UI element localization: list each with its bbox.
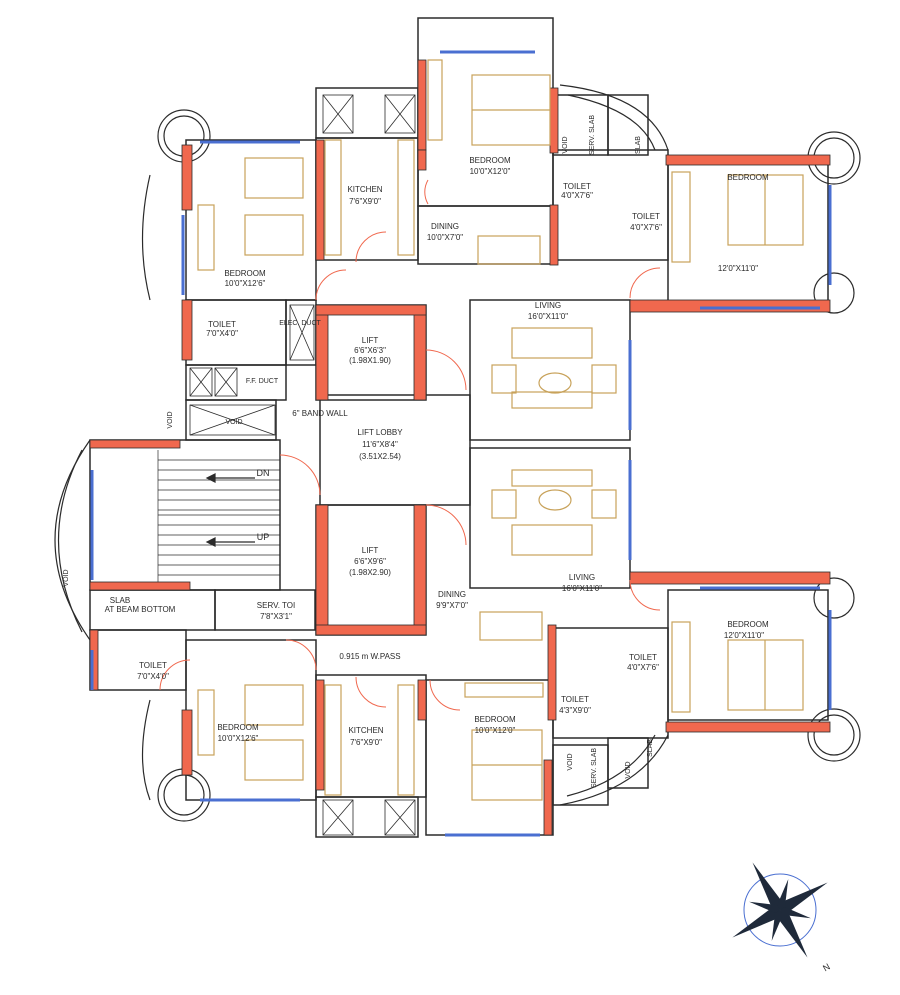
toilet-n1-name: TOILET — [563, 182, 591, 191]
serv-toilet-size: 7'8"X3'1" — [260, 612, 292, 621]
room-labels: BEDROOM 10'0"X12'6" KITCHEN 7'6"X9'0" BE… — [105, 156, 769, 747]
doors — [159, 179, 661, 711]
elec-duct-label: ELEC. DUCT — [279, 320, 321, 327]
dining-n-name: DINING — [431, 222, 459, 231]
toilet-n2-name: TOILET — [632, 212, 660, 221]
bedroom-s-name: BEDROOM — [474, 715, 516, 724]
toilet-s2-size: 4'3"X9'0" — [559, 706, 591, 715]
compass-star-icon — [732, 862, 828, 958]
compass-rose: N — [732, 862, 832, 973]
void-label-4: VOID — [562, 136, 569, 153]
toilet-s2-name: TOILET — [561, 695, 589, 704]
toilet-s1-name: TOILET — [629, 653, 657, 662]
void-label-5: VOID — [567, 753, 574, 770]
kitchen-n-name: KITCHEN — [347, 185, 382, 194]
kitchen-n-size: 7'6"X9'0" — [349, 197, 381, 206]
kitchen-s-size: 7'6"X9'0" — [350, 738, 382, 747]
living-n-name: LIVING — [535, 301, 561, 310]
compass-n-label: N — [821, 961, 832, 973]
lift-lobby-metric: (3.51X2.54) — [359, 452, 401, 461]
bedroom-sw-name: BEDROOM — [217, 723, 259, 732]
bedroom-ne-name: BEDROOM — [727, 173, 769, 182]
stair-up-label: UP — [257, 532, 270, 542]
bedroom-se-size: 12'0"X11'0" — [724, 631, 764, 640]
void-boxes — [189, 94, 416, 836]
void-label-2: VOID — [225, 419, 242, 426]
lift-2-size: 6'6"X9'6" — [354, 557, 386, 566]
w-pass-label: 0.915 m W.PASS — [339, 652, 400, 661]
lift-1-name: LIFT — [362, 336, 379, 345]
toilet-n1-size: 4'0"X7'6" — [561, 191, 593, 200]
bedroom-s-size: 10'0"X12'0" — [475, 726, 516, 735]
void-label-1: VOID — [167, 411, 174, 428]
ff-duct-label: F.F. DUCT — [246, 378, 279, 385]
bedroom-sw-size: 10'0"X12'6" — [218, 734, 259, 743]
bedroom-ne-size: 12'0"X11'0" — [718, 264, 758, 273]
slab-label-s: SLAB — [647, 739, 654, 757]
serv-slab-label-n: SERV. SLAB — [589, 115, 596, 155]
slab-label-n: SLAB — [635, 136, 642, 154]
lift-1-metric: (1.98X1.90) — [349, 356, 391, 365]
lift-2-name: LIFT — [362, 546, 379, 555]
bedroom-n-name: BEDROOM — [469, 156, 511, 165]
toilet-sw-size: 7'0"X4'0" — [137, 672, 169, 681]
stair-arrows — [205, 473, 255, 547]
toilet-sw-name: TOILET — [139, 661, 167, 670]
void-label-3: VOID — [63, 569, 70, 586]
toilet-n2-size: 4'0"X7'6" — [630, 223, 662, 232]
band-wall-label: 6" BAND WALL — [292, 409, 348, 418]
living-s-size: 16'0"X11'0" — [562, 584, 602, 593]
dining-s-size: 9'9"X7'0" — [436, 601, 468, 610]
lift-lobby-name: LIFT LOBBY — [357, 428, 403, 437]
bedroom-se-name: BEDROOM — [727, 620, 769, 629]
lift-1-size: 6'6"X6'3" — [354, 346, 386, 355]
outer-balconies — [54, 84, 861, 822]
windows — [90, 50, 832, 837]
columns — [89, 59, 831, 836]
compass-ring — [743, 873, 817, 947]
void-label-6: VOID — [625, 761, 632, 778]
living-n-size: 16'0"X11'0" — [528, 312, 568, 321]
dining-s-name: DINING — [438, 590, 466, 599]
toilet-w-size: 7'0"X4'0" — [206, 329, 238, 338]
toilet-w-name: TOILET — [208, 320, 236, 329]
serv-toilet-name: SERV. TOI — [257, 601, 295, 610]
bedroom-nw-size: 10'0"X12'6" — [225, 279, 266, 288]
slab-name: SLAB — [110, 596, 130, 605]
serv-slab-label-s: SERV. SLAB — [591, 748, 598, 788]
lift-2-metric: (1.98X2.90) — [349, 568, 391, 577]
bedroom-nw-name: BEDROOM — [224, 269, 266, 278]
bedroom-n-size: 10'0"X12'0" — [470, 167, 511, 176]
furniture — [197, 59, 804, 801]
dining-n-size: 10'0"X7'0" — [427, 233, 463, 242]
stair-dn-label: DN — [257, 468, 270, 478]
kitchen-s-name: KITCHEN — [348, 726, 383, 735]
small-labels: VOID VOID VOID VOID SERV. SLAB SLAB VOID… — [63, 115, 654, 788]
toilet-s1-size: 4'0"X7'6" — [627, 663, 659, 672]
lift-lobby-size: 11'6"X8'4" — [362, 440, 398, 449]
staircase — [157, 450, 280, 582]
slab-sub: AT BEAM BOTTOM — [105, 605, 176, 614]
living-s-name: LIVING — [569, 573, 595, 582]
